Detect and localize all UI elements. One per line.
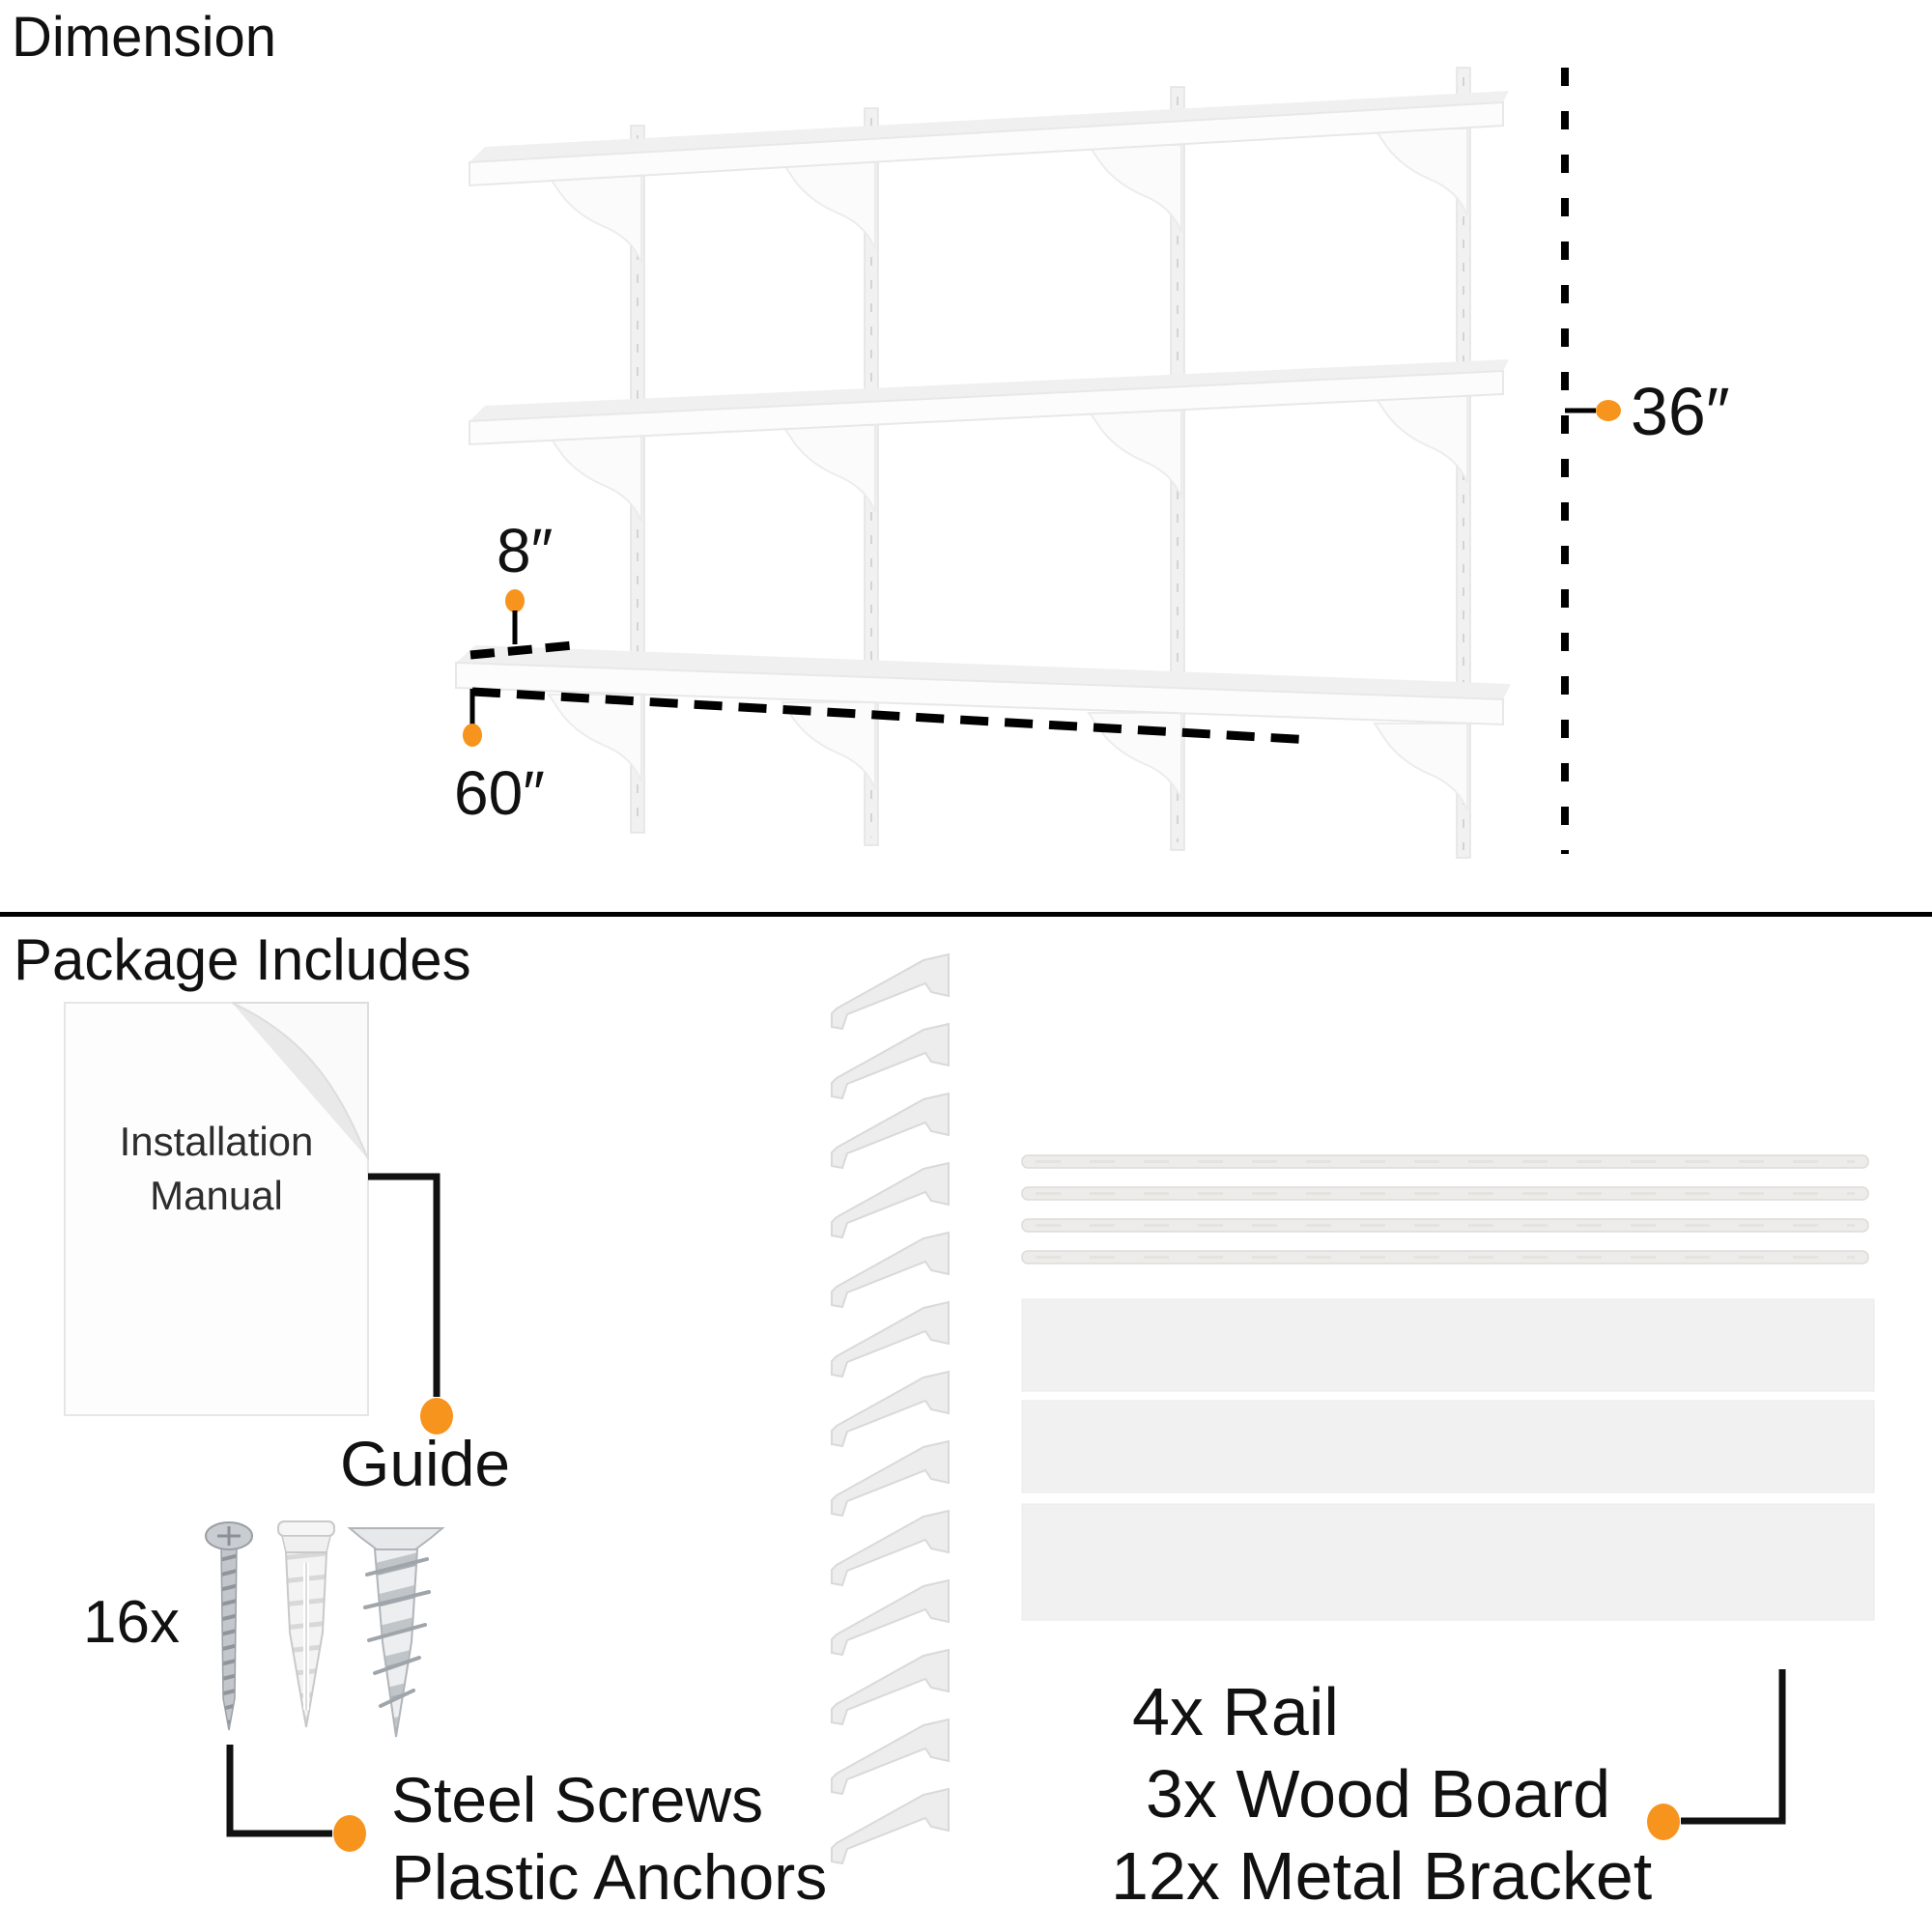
steel-screw-icon bbox=[205, 1521, 253, 1731]
shelf-bracket-icon bbox=[1374, 395, 1468, 484]
shelf-bracket-icon bbox=[548, 434, 642, 523]
callout-dot bbox=[1647, 1804, 1680, 1840]
manual-title-line2: Manual bbox=[150, 1173, 283, 1218]
callout-dot bbox=[1596, 400, 1621, 421]
package-title: Package Includes bbox=[14, 927, 471, 992]
hardware-label-line1: Steel Screws bbox=[391, 1764, 763, 1835]
metal-bracket-stack bbox=[831, 953, 950, 1864]
metal-bracket-icon bbox=[831, 1301, 950, 1378]
shelf-bracket-icon bbox=[548, 175, 642, 264]
guide-label: Guide bbox=[340, 1428, 510, 1499]
metal-bracket-icon bbox=[831, 1440, 950, 1517]
metal-bracket-icon bbox=[831, 953, 950, 1030]
depth-label: 8″ bbox=[497, 516, 553, 585]
shelf-bracket-icon bbox=[1088, 410, 1182, 498]
wood-board-icon bbox=[1021, 1400, 1875, 1493]
rail-stack bbox=[1020, 1153, 1870, 1265]
metal-bracket-icon bbox=[831, 1788, 950, 1864]
shelf-bracket-icon bbox=[781, 424, 876, 513]
shelf-bracket-icon bbox=[548, 694, 642, 782]
plastic-anchor-icon bbox=[277, 1520, 335, 1728]
shelf-bracket-icon bbox=[781, 161, 876, 250]
metal-bracket-icon bbox=[831, 1093, 950, 1169]
length-label: 60″ bbox=[454, 758, 545, 828]
metal-bracket-icon bbox=[831, 1371, 950, 1447]
hardware-count-label: 16x bbox=[83, 1589, 180, 1656]
dimension-title: Dimension bbox=[12, 6, 276, 69]
bottom-shelf-board bbox=[455, 645, 1511, 726]
drywall-anchor-icon bbox=[347, 1527, 445, 1738]
metal-bracket-icon bbox=[831, 1719, 950, 1795]
rail-icon bbox=[1020, 1217, 1870, 1234]
middle-shelf-board bbox=[469, 359, 1509, 446]
length-dashed-line bbox=[471, 687, 1313, 745]
shelf-bracket-icon bbox=[1374, 128, 1468, 216]
top-shelf-board bbox=[469, 91, 1509, 187]
manual-title-line1: Installation bbox=[120, 1119, 314, 1164]
shelf-bracket-icon bbox=[1374, 723, 1468, 811]
board-count-label: 3x Wood Board bbox=[1146, 1756, 1610, 1832]
callout-dot bbox=[333, 1815, 366, 1852]
wood-board-icon bbox=[1021, 1298, 1875, 1392]
length-annotation: 60″ bbox=[454, 687, 1313, 828]
metal-bracket-icon bbox=[831, 1649, 950, 1725]
callout-dot bbox=[420, 1398, 453, 1435]
bracket-count-label: 12x Metal Bracket bbox=[1111, 1838, 1652, 1914]
height-annotation: 36″ bbox=[1565, 374, 1730, 449]
callout-dot bbox=[505, 589, 525, 612]
metal-bracket-icon bbox=[831, 1579, 950, 1656]
wood-board-stack bbox=[1021, 1298, 1875, 1621]
guide-callout: Guide bbox=[340, 1173, 510, 1499]
metal-bracket-icon bbox=[831, 1162, 950, 1238]
metal-bracket-icon bbox=[831, 1232, 950, 1308]
height-label: 36″ bbox=[1631, 374, 1730, 449]
shelf-wall-rails bbox=[630, 67, 1471, 859]
section-divider bbox=[0, 912, 1932, 917]
metal-bracket-icon bbox=[831, 1510, 950, 1586]
rail-icon bbox=[1020, 1153, 1870, 1170]
package-section: Package Includes Installation Manual Gui… bbox=[14, 927, 1875, 1914]
wood-board-icon bbox=[1021, 1503, 1875, 1621]
depth-annotation: 8″ bbox=[469, 516, 575, 660]
metal-bracket-icon bbox=[831, 1023, 950, 1099]
hardware-label-line2: Plastic Anchors bbox=[391, 1841, 827, 1913]
dimension-section: Dimension bbox=[12, 6, 1730, 859]
rail-icon bbox=[1020, 1185, 1870, 1202]
parts-callout: 4x Rail 3x Wood Board 12x Metal Bracket bbox=[1111, 1669, 1786, 1914]
shelf-bracket-icon bbox=[1088, 144, 1182, 233]
installation-manual-icon: Installation Manual bbox=[64, 1002, 369, 1416]
rail-count-label: 4x Rail bbox=[1132, 1674, 1339, 1749]
rail-icon bbox=[1020, 1249, 1870, 1265]
hardware-callout: Steel Screws Plastic Anchors bbox=[226, 1745, 827, 1913]
callout-dot bbox=[463, 724, 482, 747]
